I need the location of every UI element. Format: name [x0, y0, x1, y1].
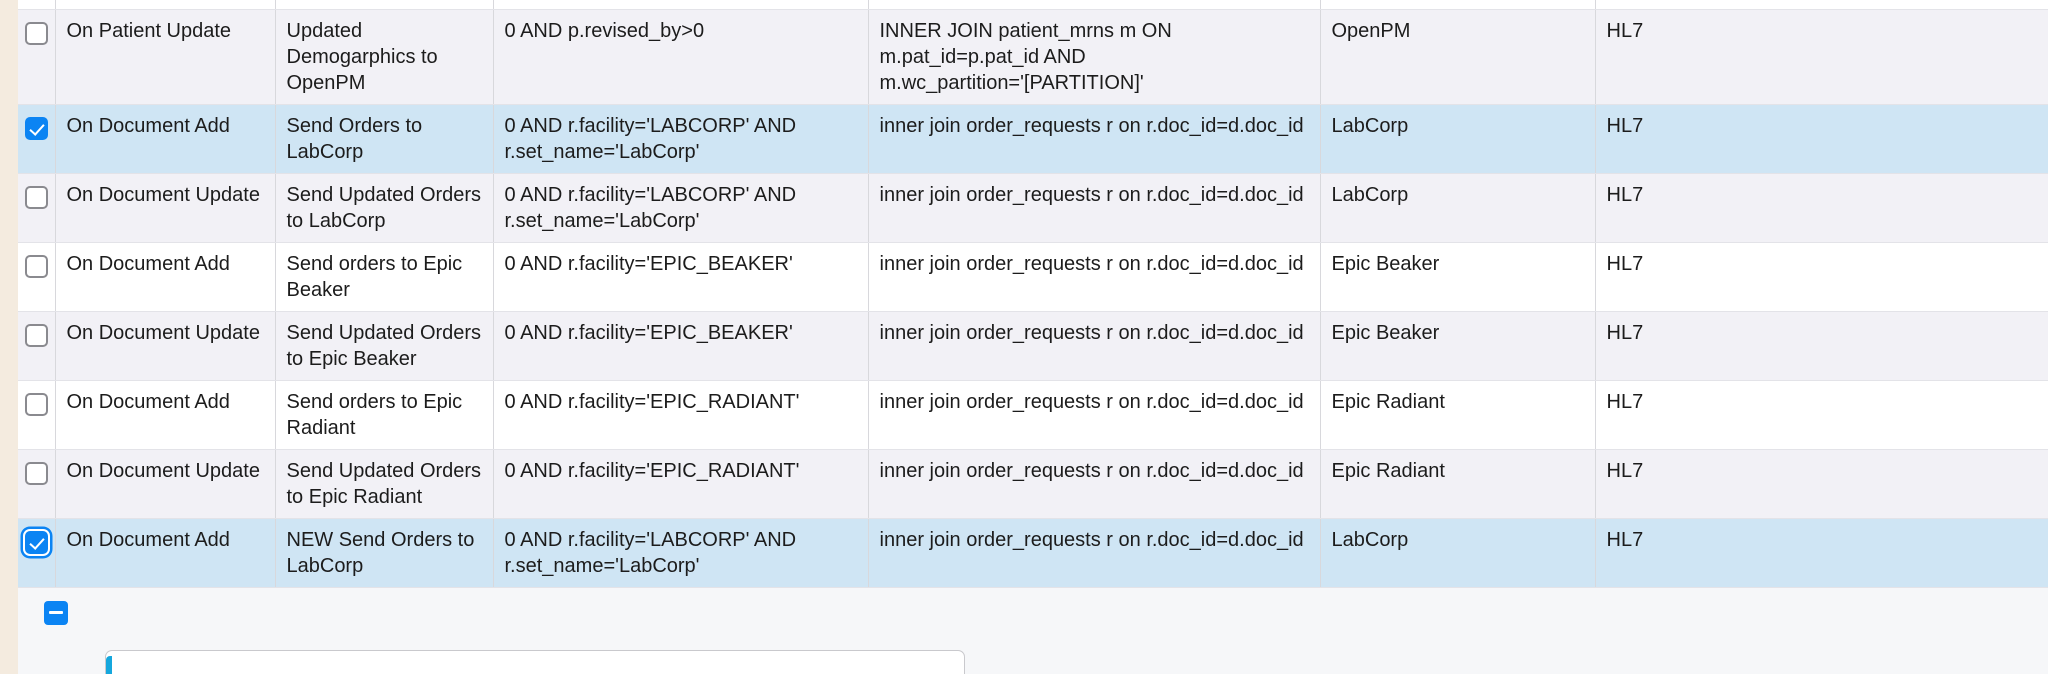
cell-condition: 0 AND r.facility='LABCORP' AND r.set_nam… [493, 518, 869, 588]
cell-join: inner join order_requests r on r.doc_id=… [868, 518, 1321, 588]
cell-join: inner join order_requests r on r.doc_id=… [868, 104, 1321, 174]
cell-select[interactable] [18, 518, 56, 588]
cell-event: On Document Update [55, 173, 276, 243]
cell-format: HL7 [1595, 9, 2048, 105]
checkbox-wrapper [18, 174, 55, 209]
cell-join: inner join order_requests r on r.doc_id=… [868, 173, 1321, 243]
cell-condition: 0 AND r.facility='EPIC_BEAKER' [493, 242, 869, 312]
cell-condition: 0 AND r.facility='EPIC_BEAKER' [493, 311, 869, 381]
cell-format: HL7 [1595, 311, 2048, 381]
cell-format: HL7 [1595, 518, 2048, 588]
checkbox-wrapper [18, 381, 55, 416]
cell-name: Send orders to Epic Beaker [275, 242, 494, 312]
row-checkbox[interactable] [24, 323, 48, 347]
cell-event: On Document Update [55, 311, 276, 381]
cell-target: LabCorp [1320, 518, 1596, 588]
detail-panel-accent [106, 655, 112, 674]
checkbox-wrapper [18, 519, 55, 554]
cell-name [275, 0, 494, 10]
row-checkbox[interactable] [24, 461, 48, 485]
detail-panel[interactable] [105, 649, 965, 674]
cell-target: LabCorp [1320, 104, 1596, 174]
cell-name: Send Updated Orders to Epic Beaker [275, 311, 494, 381]
cell-join: inner join order_requests r on r.doc_id=… [868, 380, 1321, 450]
cell-join: inner join order_requests r on r.doc_id=… [868, 242, 1321, 312]
cell-select[interactable] [18, 380, 56, 450]
cell-name: Send orders to Epic Radiant [275, 380, 494, 450]
cell-event: On Document Add [55, 380, 276, 450]
cell-format: HL7 [1595, 242, 2048, 312]
cell-format: HL7 [1595, 449, 2048, 519]
cell-select[interactable] [18, 449, 56, 519]
cell-event [55, 0, 276, 10]
cell-event: On Document Update [55, 449, 276, 519]
cell-condition: 0 AND r.facility='LABCORP' AND r.set_nam… [493, 104, 869, 174]
cell-select [18, 0, 56, 10]
cell-target: OpenPM [1320, 9, 1596, 105]
cell-event: On Patient Update [55, 9, 276, 105]
footer-area [18, 587, 2048, 674]
checkbox-wrapper [18, 10, 55, 45]
cell-event: On Document Add [55, 104, 276, 174]
cell-name: Send Updated Orders to LabCorp [275, 173, 494, 243]
cell-join [868, 0, 1321, 10]
cell-condition: 0 AND r.facility='LABCORP' AND r.set_nam… [493, 173, 869, 243]
cell-format: HL7 [1595, 380, 2048, 450]
cell-join: inner join order_requests r on r.doc_id=… [868, 311, 1321, 381]
cell-select[interactable] [18, 242, 56, 312]
row-checkbox[interactable] [24, 254, 48, 278]
cell-target: Epic Radiant [1320, 449, 1596, 519]
row-checkbox[interactable] [24, 392, 48, 416]
cell-join: inner join order_requests r on r.doc_id=… [868, 449, 1321, 519]
left-gutter [0, 0, 18, 674]
cell-target: Epic Beaker [1320, 311, 1596, 381]
cell-name: Send Orders to LabCorp [275, 104, 494, 174]
cell-select[interactable] [18, 9, 56, 105]
cell-target: Epic Beaker [1320, 242, 1596, 312]
cell-format [1595, 0, 2048, 10]
cell-event: On Document Add [55, 518, 276, 588]
table-row-clipped [18, 0, 2048, 10]
cell-name: NEW Send Orders to LabCorp [275, 518, 494, 588]
minus-square-icon[interactable] [44, 600, 68, 625]
cell-select[interactable] [18, 173, 56, 243]
cell-name: Updated Demogarphics to OpenPM [275, 9, 494, 105]
checkbox-wrapper [18, 105, 55, 140]
row-checkbox[interactable] [24, 21, 48, 45]
cell-join: INNER JOIN patient_mrns m ON m.pat_id=p.… [868, 9, 1321, 105]
cell-condition: 0 AND r.facility='EPIC_RADIANT' [493, 449, 869, 519]
row-checkbox-checked[interactable] [24, 530, 48, 554]
checkbox-wrapper [18, 243, 55, 278]
cell-select[interactable] [18, 311, 56, 381]
cell-format: HL7 [1595, 173, 2048, 243]
cell-target [1320, 0, 1596, 10]
cell-target: LabCorp [1320, 173, 1596, 243]
row-checkbox[interactable] [24, 185, 48, 209]
cell-condition [493, 0, 869, 10]
row-checkbox-checked[interactable] [24, 116, 48, 140]
cell-target: Epic Radiant [1320, 380, 1596, 450]
checkbox-wrapper [18, 312, 55, 347]
cell-event: On Document Add [55, 242, 276, 312]
cell-select[interactable] [18, 104, 56, 174]
cell-format: HL7 [1595, 104, 2048, 174]
checkbox-wrapper [18, 450, 55, 485]
cell-condition: 0 AND p.revised_by>0 [493, 9, 869, 105]
cell-name: Send Updated Orders to Epic Radiant [275, 449, 494, 519]
cell-condition: 0 AND r.facility='EPIC_RADIANT' [493, 380, 869, 450]
